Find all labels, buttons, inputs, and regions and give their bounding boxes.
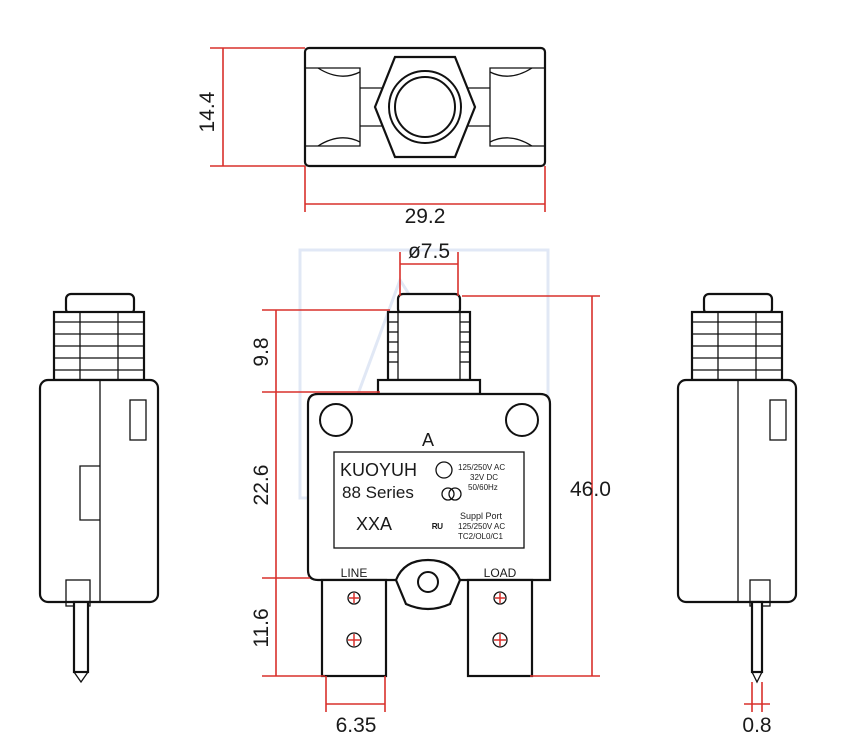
supp-line: Suppl Port <box>460 511 503 521</box>
spec-line-2: 32V DC <box>470 473 498 482</box>
breaker-body <box>306 392 552 582</box>
dim-top-width: 29.2 <box>304 166 546 228</box>
spec-line-4: 125/250V AC <box>458 522 505 531</box>
dim-button-diameter: ø7.5 <box>399 240 459 296</box>
dim-total-height-label: 46.0 <box>570 478 611 501</box>
dim-total-height: 46.0 <box>462 295 611 677</box>
label-plate <box>333 451 525 549</box>
ul-mark-icon <box>435 461 453 479</box>
spec-line-3: 50/60Hz <box>468 483 498 492</box>
dim-terminal-height-label: 11.6 <box>250 608 273 647</box>
brand-label: KUOYUH <box>340 460 417 480</box>
mount-hole-left <box>319 403 353 437</box>
cert-mark-icon <box>441 487 455 501</box>
mount-hole-right <box>505 403 539 437</box>
spec-line-5: TC2/OL0/C1 <box>458 532 503 541</box>
threaded-bushing <box>386 310 472 382</box>
ru-mark-icon: ᴿᵁ <box>432 521 444 535</box>
series-label: 88 Series <box>342 483 414 502</box>
dim-terminal-width-label: 6.35 <box>336 714 377 737</box>
load-terminal-label: LOAD <box>484 566 517 580</box>
dim-top-height: 14.4 <box>196 47 305 167</box>
terminal-recess <box>394 558 462 611</box>
right-side-view <box>676 292 798 684</box>
dim-button-diameter-label: ø7.5 <box>408 240 450 263</box>
model-label: XXA <box>356 514 392 534</box>
dim-left-stack: 9.8 22.6 11.6 <box>250 309 390 677</box>
dim-terminal-width: 6.35 <box>325 676 386 737</box>
top-view <box>303 46 547 168</box>
button-outer <box>388 70 462 144</box>
dim-terminal-thickness-label: 0.8 <box>742 714 771 737</box>
spec-line-1: 125/250V AC <box>458 463 505 472</box>
dim-button-height-label: 9.8 <box>250 337 273 366</box>
rating-label: A <box>422 430 434 450</box>
line-terminal-label: LINE <box>341 566 368 580</box>
dim-top-height-label: 14.4 <box>196 91 219 132</box>
left-side-view <box>38 292 160 684</box>
dim-terminal-thickness: 0.8 <box>742 682 772 737</box>
button-inner <box>394 76 456 138</box>
front-view: A KUOYUH 88 Series XXA ᴿᵁ 125/250V AC 32… <box>306 292 552 678</box>
dim-top-width-label: 29.2 <box>405 205 446 228</box>
dim-body-height-label: 22.6 <box>250 465 273 506</box>
